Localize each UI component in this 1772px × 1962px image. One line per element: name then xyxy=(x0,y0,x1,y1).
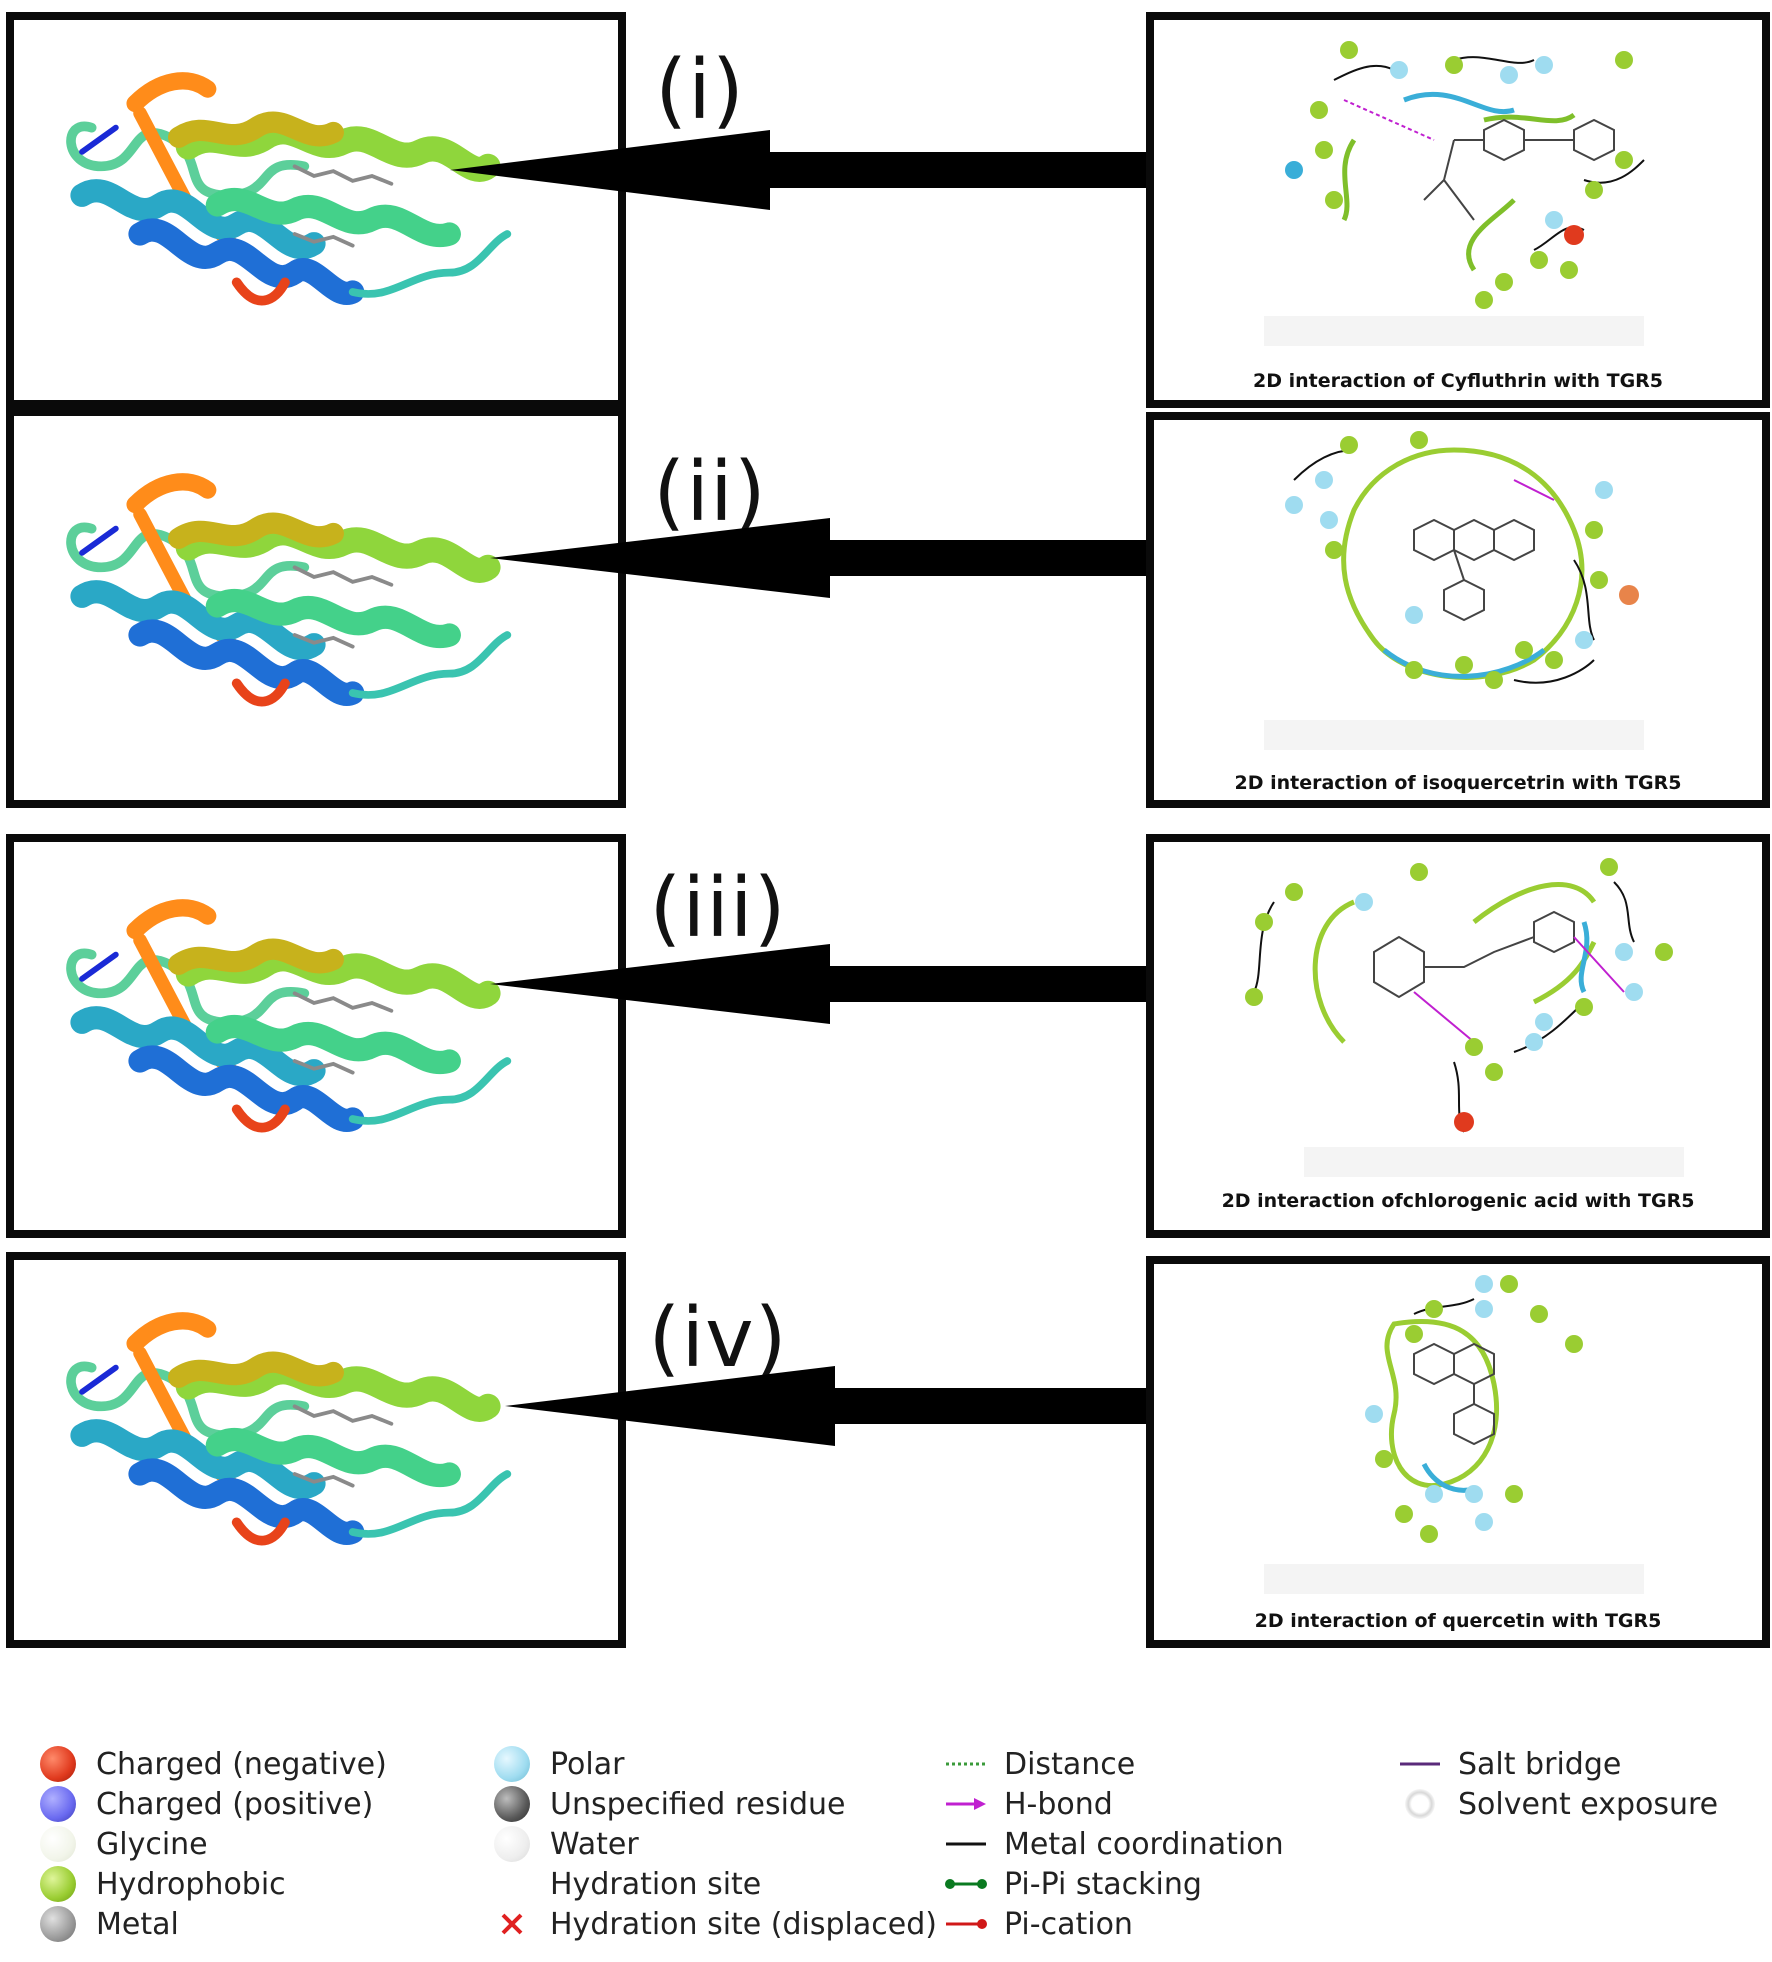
legend-column-other-species: Polar Unspecified residue Water Hydratio… xyxy=(490,1744,937,1944)
panel-caption-4: 2D interaction of quercetin with TGR5 xyxy=(1254,1610,1662,1632)
protein-3d-ribbon-image xyxy=(14,1260,618,1640)
protein-3d-ribbon-image xyxy=(14,20,618,400)
dark-gray-sphere-icon xyxy=(494,1786,530,1822)
green-sphere-icon xyxy=(40,1866,76,1902)
legend-item-pi-pi-stacking: Pi-Pi stacking xyxy=(944,1864,1284,1904)
legend-column-residue-types: Charged (negative) Charged (positive) Gl… xyxy=(36,1744,387,1944)
legend-item-hydrophobic: Hydrophobic xyxy=(36,1864,387,1904)
legend-item-solvent-exposure: Solvent exposure xyxy=(1398,1784,1718,1824)
legend-column-interactions: Distance H-bond Metal coordination Pi-Pi… xyxy=(944,1744,1284,1944)
protein-3d-structure-panel-2 xyxy=(6,408,626,808)
purple-line-icon xyxy=(1400,1762,1440,1766)
arrow-left-2 xyxy=(490,518,1148,598)
magenta-arrow-icon xyxy=(946,1798,986,1810)
ligand-interaction-diagram xyxy=(1264,1275,1644,1594)
interaction-2d-diagram-panel-3: 2D interaction ofchlorogenic acid with T… xyxy=(1146,834,1770,1238)
interaction-2d-diagram-panel-1: 2D interaction of Cyfluthrin with TGR5 xyxy=(1146,12,1770,408)
legend-item-charged-negative: Charged (negative) xyxy=(36,1744,387,1784)
interaction-2d-diagram-panel-2: 2D interaction of isoquercetrin with TGR… xyxy=(1146,412,1770,808)
halo-circle-icon xyxy=(1405,1789,1435,1819)
arrow-left-1 xyxy=(450,130,1148,210)
panel-caption-3: 2D interaction ofchlorogenic acid with T… xyxy=(1221,1190,1695,1212)
red-sphere-icon xyxy=(40,1746,76,1782)
panel-label-3: (iii) xyxy=(649,861,787,956)
red-x-icon xyxy=(501,1913,523,1935)
legend-item-hydration-site: Hydration site xyxy=(550,1866,762,1902)
blue-sphere-icon xyxy=(40,1786,76,1822)
ligand-interaction-diagram xyxy=(1264,41,1645,346)
legend-item-charged-positive: Charged (positive) xyxy=(36,1784,387,1824)
protein-3d-ribbon-image xyxy=(14,416,618,800)
protein-3d-structure-panel-3 xyxy=(6,834,626,1238)
black-line-icon xyxy=(946,1842,986,1846)
arrow-left-3 xyxy=(490,944,1148,1024)
panel-label-1: (i) xyxy=(655,43,745,138)
protein-3d-structure-panel-4 xyxy=(6,1252,626,1648)
legend-item-unspecified-residue: Unspecified residue xyxy=(490,1784,937,1824)
ligand-interaction-diagram xyxy=(1264,431,1644,750)
arrow-left-4 xyxy=(505,1366,1148,1446)
panel-label-4: (iv) xyxy=(648,1291,788,1386)
legend-item-metal: Metal xyxy=(36,1904,387,1944)
cyan-sphere-icon xyxy=(494,1746,530,1782)
legend-item-glycine: Glycine xyxy=(36,1824,387,1864)
legend-column-misc: Salt bridge Solvent exposure xyxy=(1398,1744,1718,1824)
panel-caption-2: 2D interaction of isoquercetrin with TGR… xyxy=(1234,772,1682,794)
light-sphere-icon xyxy=(494,1826,530,1862)
ligand-interaction-diagram xyxy=(1245,858,1684,1177)
legend-item-metal-coordination: Metal coordination xyxy=(944,1824,1284,1864)
legend-item-pi-cation: Pi-cation xyxy=(944,1904,1284,1944)
protein-3d-structure-panel-1 xyxy=(6,12,626,408)
legend-item-distance: Distance xyxy=(944,1744,1284,1784)
panel-label-2: (ii) xyxy=(653,445,767,540)
legend-item-h-bond: H-bond xyxy=(944,1784,1284,1824)
protein-3d-ribbon-image xyxy=(14,842,618,1230)
green-dumbbell-icon xyxy=(945,1879,987,1889)
legend-item-polar: Polar xyxy=(490,1744,937,1784)
interaction-2d-diagram-panel-4: 2D interaction of quercetin with TGR5 xyxy=(1146,1256,1770,1648)
legend-item-hydration-site-displaced: Hydration site (displaced) xyxy=(490,1904,937,1944)
panel-caption-1: 2D interaction of Cyfluthrin with TGR5 xyxy=(1252,370,1664,392)
dotted-line-icon xyxy=(946,1762,986,1766)
red-dumbbell-icon xyxy=(946,1919,987,1929)
legend-item-salt-bridge: Salt bridge xyxy=(1398,1744,1718,1784)
white-sphere-icon xyxy=(40,1826,76,1862)
legend-item-water: Water xyxy=(490,1824,937,1864)
gray-sphere-icon xyxy=(40,1906,76,1942)
